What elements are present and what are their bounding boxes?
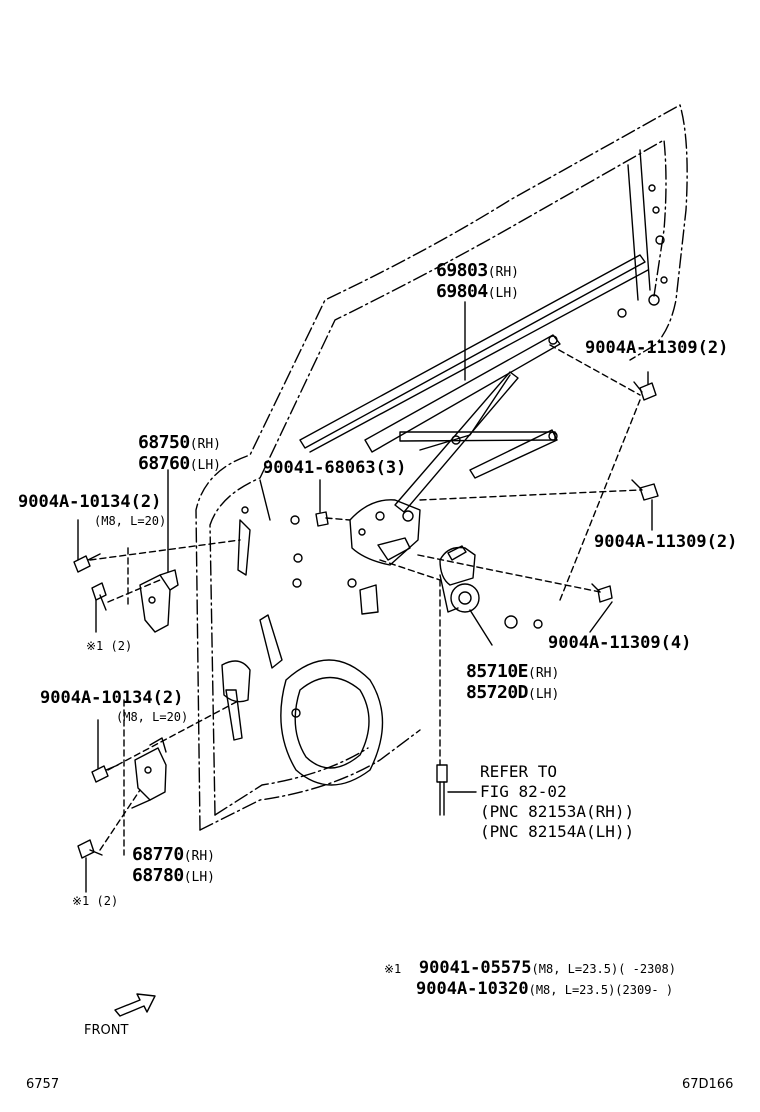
upper-hinge-label: 68750(RH) 68760(LH) <box>138 432 221 474</box>
lower-hinge-bolt-label: 9004A-10134(2) (M8, L=20) <box>40 688 189 724</box>
footnote-block: ※1 90041-05575(M8, L=23.5)( -2308) 9004A… <box>384 958 677 999</box>
wiring-reference-note: REFER TO FIG 82-02 (PNC 82153A(RH)) (PNC… <box>480 762 635 841</box>
figure-number: 6757 <box>26 1077 60 1092</box>
regulator-bolt-low <box>591 583 613 603</box>
hinge-bolt-lower-2 <box>77 839 103 859</box>
regulator-screw <box>315 511 329 527</box>
regulator-bolt-top-label: 9004A-11309(2) <box>585 338 729 358</box>
window-guide-rail <box>299 149 651 453</box>
hinge-bolt-lower <box>91 764 119 783</box>
door-inner-panel <box>221 184 668 786</box>
regulator-bolt-top <box>633 381 657 401</box>
regulator-screw-label: 90041-68063(3) <box>263 458 407 478</box>
upper-hinge-bolt-ref: ※1 (2) <box>86 639 133 653</box>
attachment-dashes <box>89 344 641 856</box>
lower-door-hinge <box>134 737 167 801</box>
regulator-bolt-mid-label: 9004A-11309(2) <box>594 532 738 552</box>
lower-hinge-bolt-ref: ※1 (2) <box>72 894 119 908</box>
front-arrow <box>114 993 156 1017</box>
hinge-bolt-upper-2 <box>91 582 107 611</box>
leader-lines <box>77 301 653 893</box>
drawing-id: 67D166 <box>682 1077 734 1092</box>
front-label: FRONT <box>84 1023 129 1038</box>
regulator-motor-label: 85710E(RH) 85720D(LH) <box>466 661 560 703</box>
regulator-bolt-mid <box>631 479 659 501</box>
upper-hinge-bolt-label: 9004A-10134(2) (M8, L=20) <box>18 492 167 528</box>
wiring-connector <box>436 764 448 816</box>
regulator-bolt-low-label: 9004A-11309(4) <box>548 633 692 653</box>
window-regulator-assembly <box>349 334 561 566</box>
window-regulator-label: 69803(RH) 69804(LH) <box>436 260 519 302</box>
upper-door-hinge <box>139 569 179 633</box>
lower-hinge-label: 68770(RH) 68780(LH) <box>132 844 215 886</box>
hinge-bolt-upper <box>73 553 101 573</box>
regulator-motor <box>439 545 480 613</box>
